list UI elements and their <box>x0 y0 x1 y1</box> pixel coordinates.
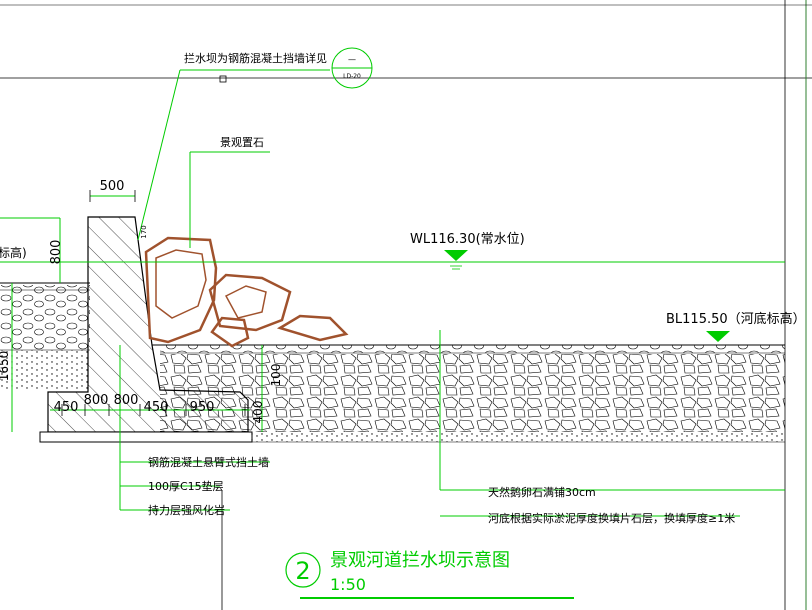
wall-label: 钢筋混凝土悬臂式挡土墙 <box>148 455 269 469</box>
title-number: 2 <box>295 557 310 585</box>
drawing-title: 2 景观河道拦水坝示意图 1:50 <box>285 550 574 599</box>
level-markers <box>444 250 730 342</box>
dim-base-1: 450 <box>54 400 79 415</box>
pebble-label: 天然鹅卵石满铺30cm <box>488 485 596 499</box>
dim-top-width: 500 <box>100 179 125 194</box>
landscape-stone-label: 景观置石 <box>220 136 264 149</box>
river-bed <box>152 344 785 443</box>
leader-lines <box>0 69 785 517</box>
landscape-stones <box>144 236 349 348</box>
bearing-label: 持力层强风化岩 <box>148 503 225 517</box>
dim-left-height2: 1650 <box>0 351 11 382</box>
silt-label: 河底根据实际淤泥厚度换填片石层，换填厚度≥1米 <box>488 511 735 525</box>
detail-bottom-text: LD-20 <box>343 73 361 80</box>
title-scale: 1:50 <box>330 575 366 594</box>
left-ground <box>0 282 90 390</box>
dim-right-100: 100 <box>269 364 283 387</box>
dim-wall-edge: 170 <box>140 225 148 238</box>
water-level-label: WL116.30(常水位) <box>410 232 525 247</box>
detail-symbol: — LD-20 <box>219 47 373 89</box>
bed-level-label: BL115.50（河底标高） <box>666 311 806 327</box>
dim-base-4: 450 <box>144 400 169 415</box>
dim-right-400: 400 <box>251 401 265 424</box>
detail-top-text: — <box>348 55 356 64</box>
dim-base-3: 800 <box>114 393 139 408</box>
title-name: 景观河道拦水坝示意图 <box>330 550 510 571</box>
dim-base-5: 950 <box>190 400 215 415</box>
dimension-ticks <box>61 190 246 416</box>
dim-left-height: 800 <box>49 240 64 265</box>
dim-left-elev: 标高) <box>0 245 27 260</box>
barrier-note-label: 拦水坝为钢筋混凝土挡墙详见 <box>184 51 327 65</box>
dim-base-2: 800 <box>84 393 109 408</box>
cushion-label: 100厚C15垫层 <box>148 479 224 493</box>
